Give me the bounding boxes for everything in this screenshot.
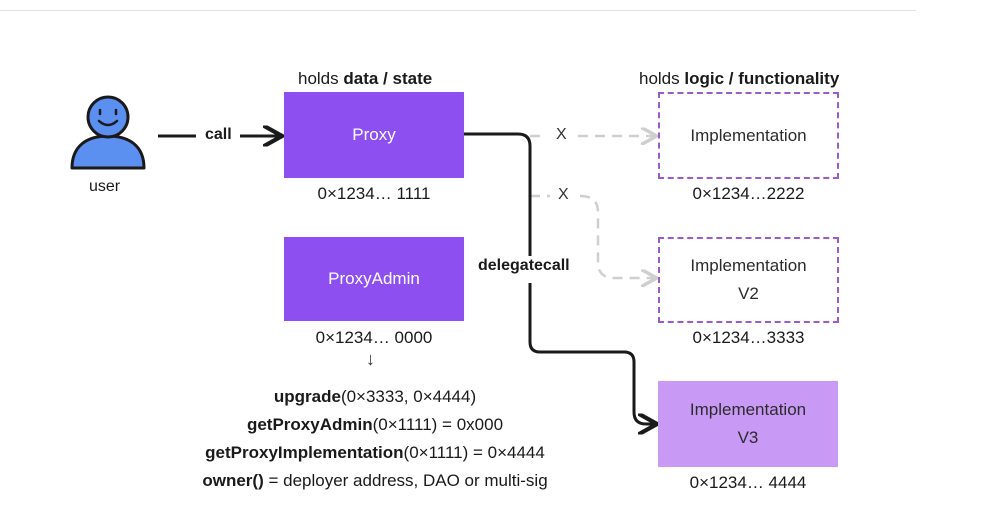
implementation-v3-label: Implementation <box>689 400 807 419</box>
blocked-x-v1: X <box>556 126 567 143</box>
proxy-admin-box: ProxyAdmin <box>284 237 464 321</box>
blocked-x-v2: X <box>558 186 569 203</box>
implementation-v3-box: Implementation V3 <box>658 381 838 467</box>
proxy-address: 0×1234… 1111 <box>317 184 431 203</box>
implementation-v1-box: Implementation <box>658 92 839 179</box>
proxy-admin-label: ProxyAdmin <box>328 269 420 288</box>
function-upgrade: upgrade(0×3333, 0×4444) <box>273 387 477 406</box>
delegatecall-label: delegatecall <box>478 257 570 274</box>
function-owner: owner() = deployer address, DAO or multi… <box>202 471 548 490</box>
implementation-v2-address: 0×1234…3333 <box>692 328 805 347</box>
admin-functions-list: upgrade(0×3333, 0×4444) getProxyAdmin(0×… <box>170 383 580 495</box>
implementation-v3-version: V3 <box>737 428 759 447</box>
proxy-admin-address: 0×1234… 0000 <box>315 328 433 347</box>
implementation-v2-version: V2 <box>738 284 759 303</box>
function-get-proxy-implementation: getProxyImplementation(0×1111) = 0×4444 <box>205 443 545 462</box>
header-data-state: holds data / state <box>298 69 433 88</box>
top-divider <box>0 10 916 11</box>
user-icon <box>70 95 146 170</box>
implementation-v1-address: 0×1234…2222 <box>692 184 805 203</box>
function-get-proxy-admin: getProxyAdmin(0×1111) = 0x000 <box>246 415 504 434</box>
delegatecall-path <box>464 132 655 424</box>
call-label: call <box>205 126 232 143</box>
implementation-v1-label: Implementation <box>690 125 807 145</box>
proxy-label: Proxy <box>352 125 396 144</box>
blocked-path-v2 <box>530 194 655 278</box>
header-logic-functionality: holds logic / functionality <box>639 69 840 88</box>
implementation-v2-label: Implementation <box>690 256 807 275</box>
proxy-box: Proxy <box>284 92 464 178</box>
implementation-v3-address: 0×1234… 4444 <box>689 473 807 492</box>
implementation-v2-box: Implementation V2 <box>658 237 839 323</box>
down-arrow-icon: ↓ <box>366 349 375 369</box>
user-label: user <box>89 178 121 195</box>
